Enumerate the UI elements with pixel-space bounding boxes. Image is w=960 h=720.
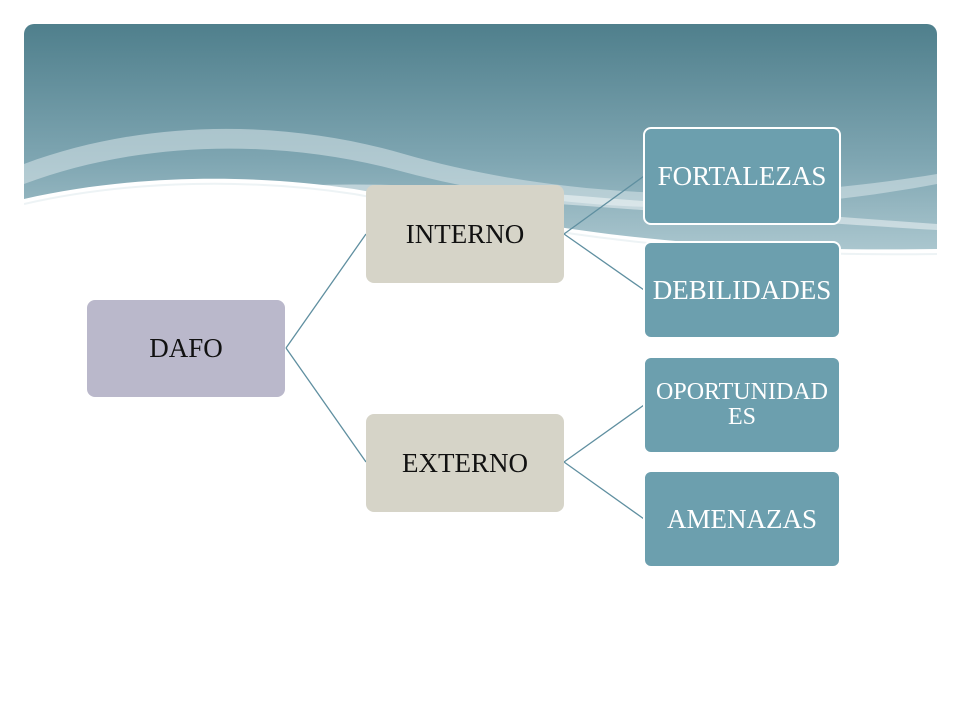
leaf-label-amenazas: AMENAZAS — [666, 503, 817, 534]
leaf-node-fortalezas: FORTALEZAS — [643, 127, 841, 225]
branch-label-interno: INTERNO — [405, 218, 525, 249]
leaf-label-fortalezas: FORTALEZAS — [657, 160, 827, 191]
root-node-dafo: DAFO — [87, 300, 285, 397]
connector-externo-oportunidades — [563, 404, 645, 463]
leaf-node-amenazas: AMENAZAS — [643, 470, 841, 568]
connector-root-interno — [285, 233, 367, 349]
leaf-label-debilidades: DEBILIDADES — [652, 274, 832, 305]
branch-label-externo: EXTERNO — [402, 447, 528, 478]
connector-interno-fortalezas — [563, 175, 645, 235]
leaf-node-debilidades: DEBILIDADES — [643, 241, 841, 339]
branch-node-externo: EXTERNO — [366, 414, 564, 512]
connector-root-externo — [285, 347, 367, 463]
branch-node-interno: INTERNO — [366, 185, 564, 283]
leaf-label-oportunidades: OPORTUNIDADES — [656, 378, 828, 430]
connector-externo-amenazas — [563, 461, 645, 520]
root-label: DAFO — [149, 333, 223, 363]
leaf-node-oportunidades: OPORTUNIDADES — [643, 356, 841, 454]
connector-interno-debilidades — [563, 233, 645, 291]
